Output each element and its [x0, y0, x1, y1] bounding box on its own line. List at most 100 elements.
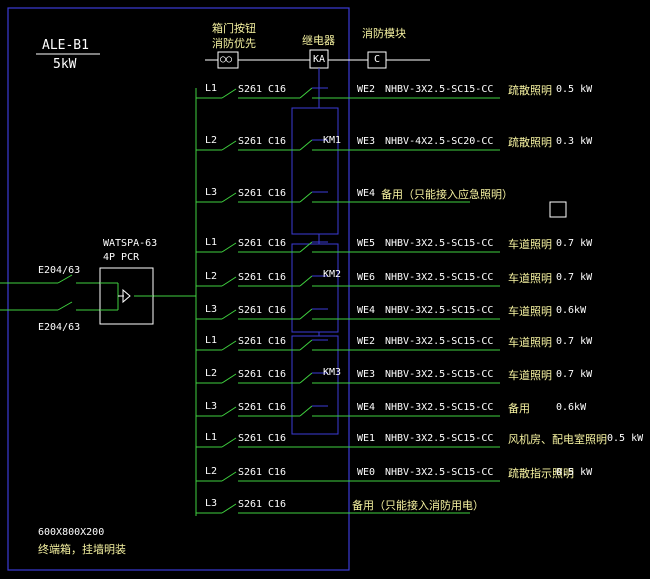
breaker-contact-1	[221, 140, 237, 151]
circuit-use: 车道照明	[508, 238, 552, 251]
circuit-load: 0.5 kW	[556, 467, 593, 478]
circuit-rating: C16	[268, 467, 287, 478]
contactor-contact-8	[299, 405, 313, 417]
contactor-label-km1: KM1	[323, 135, 342, 146]
contactor-contact-2	[299, 191, 313, 203]
circuit-id: WE4	[357, 188, 376, 199]
circuit-phase: L1	[205, 83, 218, 94]
marker-square	[549, 201, 567, 218]
circuit-phase: L1	[205, 432, 218, 443]
circuit-load: 0.5 kW	[607, 433, 644, 444]
circuit-use: 备用	[508, 402, 530, 415]
circuit-load: 0.7 kW	[556, 336, 593, 347]
contactor-contact-3	[299, 241, 313, 253]
circuit-phase: L3	[205, 304, 218, 315]
door-button-symbol: ○○	[220, 54, 233, 65]
circuit-phase: L3	[205, 498, 218, 509]
circuit-id: WE4	[357, 402, 376, 413]
circuit-breaker: S261	[238, 272, 263, 283]
circuit-id: WE4	[357, 305, 376, 316]
breaker-contact-5	[221, 309, 237, 320]
km1-frame	[291, 107, 339, 235]
circuit-rating: C16	[268, 136, 287, 147]
circuit-phase: L1	[205, 335, 218, 346]
circuit-id: WE1	[357, 433, 376, 444]
circuit-id: WE2	[357, 84, 376, 95]
circuit-breaker: S261	[238, 136, 263, 147]
circuit-rating: C16	[268, 402, 287, 413]
circuit-lines	[196, 87, 500, 514]
circuit-use: 车道照明	[508, 272, 552, 285]
circuit-cable: NHBV-3X2.5-SC15-CC	[385, 433, 494, 444]
panel-power: 5kW	[53, 57, 77, 72]
circuit-rating: C16	[268, 188, 287, 199]
circuit-load: 0.7 kW	[556, 238, 593, 249]
circuit-phase: L2	[205, 368, 218, 379]
breaker-contact-8	[221, 406, 237, 417]
relay-label: 继电器	[302, 34, 335, 47]
circuit-rating: C16	[268, 433, 287, 444]
circuit-cable: NHBV-3X2.5-SC15-CC	[385, 238, 494, 249]
contactor-frames	[291, 107, 339, 435]
circuit-load: 0.6kW	[556, 402, 587, 413]
circuit-load: 0.7 kW	[556, 272, 593, 283]
contactor-contact-4	[299, 275, 313, 287]
circuit-breaker: S261	[238, 238, 263, 249]
incoming-breaker-bottom: E204/63	[38, 322, 81, 333]
circuit-id: WE2	[357, 336, 376, 347]
ats-type: 4P PCR	[103, 252, 140, 263]
breaker-contact-7	[221, 373, 237, 384]
circuit-use: 车道照明	[508, 369, 552, 382]
circuit-phase: L3	[205, 187, 218, 198]
install-note: 终端箱，挂墙明装	[38, 543, 126, 556]
circuit-rating: C16	[268, 272, 287, 283]
circuit-breaker: S261	[238, 336, 263, 347]
circuit-id: WE0	[357, 467, 376, 478]
relay-symbol: KA	[313, 54, 326, 65]
circuit-id: WE3	[357, 136, 376, 147]
circuit-use: 车道照明	[508, 336, 552, 349]
circuit-use: 疏散指示照明	[508, 467, 574, 480]
door-button-symbol-box	[217, 51, 239, 69]
contactor-contact-5	[299, 308, 313, 320]
km2-frame	[291, 243, 339, 333]
panel-size: 600X800X200	[38, 527, 105, 538]
circuit-use: 风机房、配电室照明	[508, 433, 607, 446]
breaker-contact-11	[221, 503, 237, 514]
circuit-load: 0.3 kW	[556, 136, 593, 147]
panel-enclosure	[7, 7, 350, 571]
circuit-phase: L2	[205, 271, 218, 282]
circuit-use: 备用（只能接入应急照明）	[381, 188, 513, 201]
circuit-rating: C16	[268, 369, 287, 380]
fire-module-symbol: C	[374, 54, 381, 65]
circuit-breaker: S261	[238, 402, 263, 413]
circuit-id: WE6	[357, 272, 376, 283]
circuit-rating: C16	[268, 336, 287, 347]
circuit-cable: NHBV-3X2.5-SC15-CC	[385, 467, 494, 478]
circuit-rating: C16	[268, 84, 287, 95]
circuit-use: 车道照明	[508, 305, 552, 318]
contactor-contact-0	[299, 87, 313, 99]
circuit-cable: NHBV-3X2.5-SC15-CC	[385, 336, 494, 347]
circuit-use: 备用（只能接入消防用电）	[352, 499, 484, 512]
breaker-contact-3	[221, 242, 237, 253]
circuit-rating: C16	[268, 499, 287, 510]
circuit-cable: NHBV-3X2.5-SC15-CC	[385, 272, 494, 283]
circuit-cable: NHBV-3X2.5-SC15-CC	[385, 305, 494, 316]
breaker-contact-6	[221, 340, 237, 351]
fire-module-symbol-box	[367, 51, 387, 69]
contactor-contact-6	[299, 339, 313, 351]
km3-frame	[291, 335, 339, 435]
circuit-breaker: S261	[238, 467, 263, 478]
circuit-cable: NHBV-3X2.5-SC15-CC	[385, 369, 494, 380]
contactor-label-km3: KM3	[323, 367, 342, 378]
circuit-use: 疏散照明	[508, 84, 552, 97]
circuit-breaker: S261	[238, 84, 263, 95]
circuit-breaker: S261	[238, 369, 263, 380]
circuit-phase: L2	[205, 466, 218, 477]
circuit-cable: NHBV-3X2.5-SC15-CC	[385, 84, 494, 95]
circuit-cable: NHBV-4X2.5-SC20-CC	[385, 136, 494, 147]
fire-module-label: 消防模块	[362, 27, 406, 40]
contactor-label-km2: KM2	[323, 269, 342, 280]
panel-name: ALE-B1	[42, 38, 89, 53]
